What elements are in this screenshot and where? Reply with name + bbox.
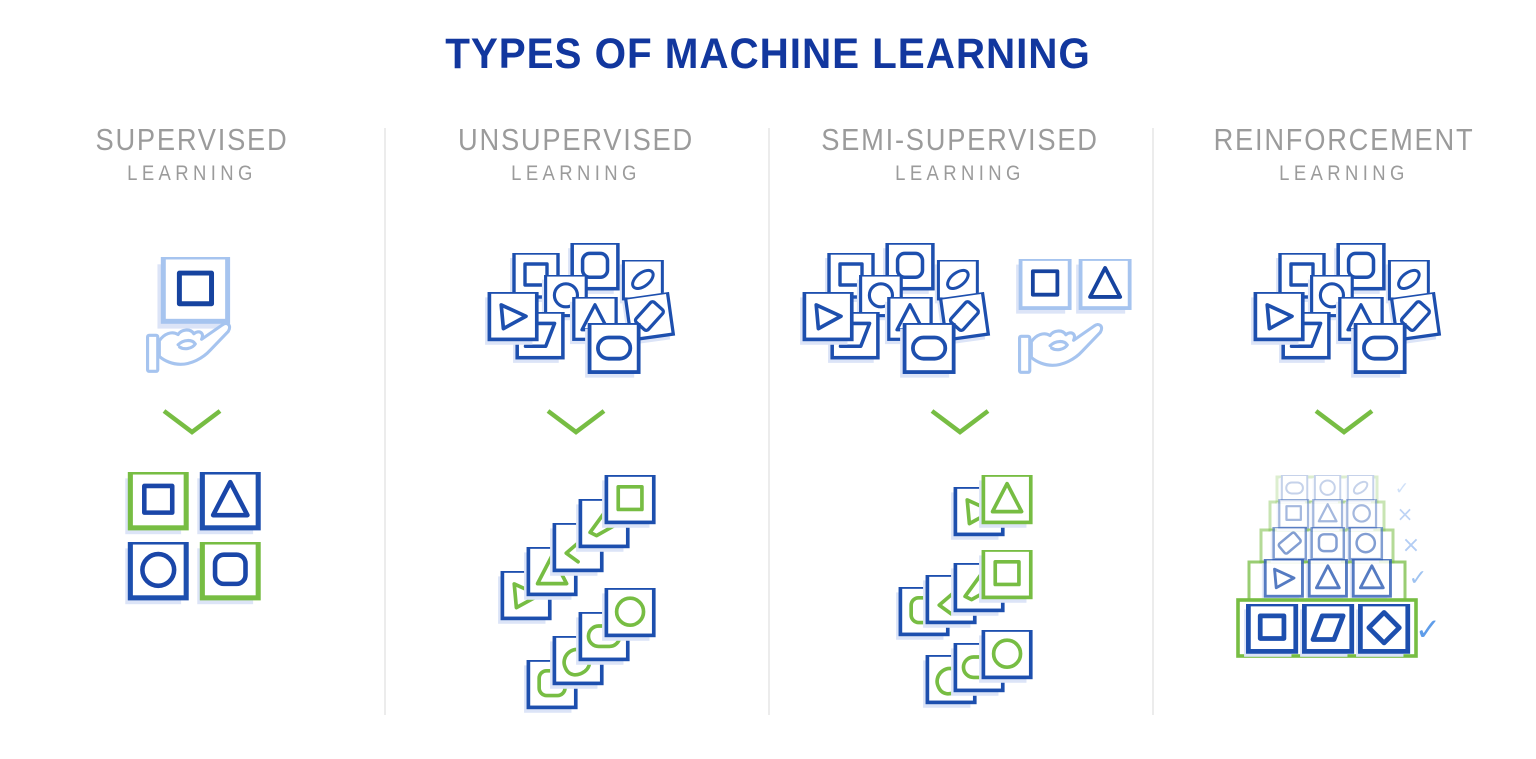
column-title: SEMI-SUPERVISED — [821, 122, 1099, 157]
reinforcement-input-figure — [1152, 235, 1536, 397]
unlabeled-data-pile-icon — [800, 243, 989, 378]
chevron-down-icon — [160, 407, 224, 437]
labeled-square-card-icon — [1016, 259, 1070, 314]
column-divider — [384, 128, 386, 715]
column-subtitle: LEARNING — [895, 162, 1025, 185]
reward-mark: × — [1402, 533, 1420, 558]
pyramid-row — [1268, 499, 1386, 531]
reward-pyramid-icon — [1236, 475, 1418, 657]
green-square-card-icon — [125, 472, 186, 534]
chevron-down-icon — [1312, 407, 1376, 437]
column-divider — [768, 128, 770, 715]
pyramid-row — [1275, 475, 1379, 503]
reward-mark: ✓ — [1415, 612, 1441, 648]
labeled-triangle-card-icon — [1076, 259, 1130, 314]
pyramid-row — [1236, 598, 1418, 657]
reward-mark: ✓ — [1409, 566, 1427, 591]
pyramid-row — [1247, 559, 1407, 600]
unsupervised-input-figure — [384, 235, 768, 397]
offering-hand-icon — [1018, 322, 1104, 374]
reward-mark: × — [1397, 502, 1414, 526]
unlabeled-data-pile-icon — [485, 243, 674, 378]
column-title: SUPERVISED — [95, 122, 289, 157]
supervised-input-figure — [146, 237, 232, 373]
column-unsupervised: UNSUPERVISED LEARNING — [384, 0, 768, 759]
column-supervised: SUPERVISED LEARNING — [0, 0, 384, 759]
column-header: SUPERVISED LEARNING — [0, 122, 384, 186]
page-title: TYPES OF MACHINE LEARNING — [445, 30, 1091, 78]
reward-mark: ✓ — [1395, 479, 1409, 499]
green-rounded-square-card-icon — [197, 542, 258, 604]
labeled-card-icon — [157, 257, 227, 329]
square-cluster-icon — [896, 550, 1031, 640]
triangle-cluster-icon — [951, 475, 1031, 540]
column-header: UNSUPERVISED LEARNING — [384, 122, 768, 186]
offering-hand-icon — [146, 321, 232, 373]
reinforcement-output-figure: ✓ × × ✓ ✓ — [1236, 458, 1441, 708]
blue-circle-card-icon — [125, 542, 186, 604]
chevron-down-icon — [544, 407, 608, 437]
pyramid-row — [1259, 527, 1395, 563]
semi-supervised-output-figure — [768, 455, 1152, 717]
column-subtitle: LEARNING — [127, 162, 257, 185]
column-title: UNSUPERVISED — [458, 122, 694, 157]
column-semi-supervised: SEMI-SUPERVISED LEARNING — [768, 0, 1152, 759]
semi-supervised-input-figure — [768, 235, 1152, 397]
unsupervised-output-figure — [384, 458, 768, 730]
column-subtitle: LEARNING — [511, 162, 641, 185]
column-divider — [1152, 128, 1154, 715]
round-cluster-icon — [923, 630, 1031, 708]
column-header: REINFORCEMENT LEARNING — [1152, 122, 1536, 186]
supervised-output-figure — [0, 455, 384, 625]
column-title: REINFORCEMENT — [1213, 122, 1475, 157]
column-reinforcement: REINFORCEMENT LEARNING — [1152, 0, 1536, 759]
column-subtitle: LEARNING — [1279, 162, 1409, 185]
unlabeled-data-pile-icon — [1251, 243, 1440, 378]
column-header: SEMI-SUPERVISED LEARNING — [768, 122, 1152, 186]
chevron-down-icon — [928, 407, 992, 437]
blue-triangle-card-icon — [197, 472, 258, 534]
